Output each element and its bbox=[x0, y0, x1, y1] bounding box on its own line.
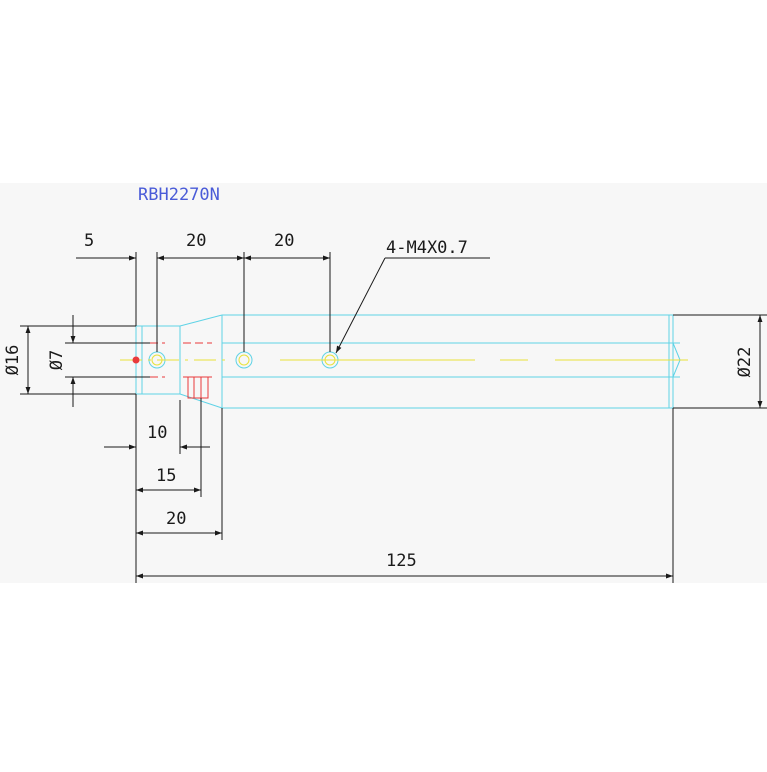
hole-callout: 4-M4X0.7 bbox=[386, 238, 468, 258]
dim-dia-22: Ø22 bbox=[735, 347, 755, 378]
dim-top-20-b: 20 bbox=[274, 231, 294, 251]
center-mark bbox=[132, 356, 140, 364]
dim-overall-125: 125 bbox=[386, 551, 417, 571]
drawing-band bbox=[0, 183, 767, 583]
dim-bottom-10: 10 bbox=[147, 423, 167, 443]
dim-dia-7: Ø7 bbox=[47, 350, 67, 370]
dim-top-5: 5 bbox=[84, 231, 94, 251]
dim-dia-16: Ø16 bbox=[3, 345, 23, 376]
dimension-lines bbox=[20, 252, 767, 583]
part-number-title: RBH2270N bbox=[138, 185, 220, 205]
part-outline bbox=[135, 314, 681, 409]
dimension-labels: 5 20 20 4-M4X0.7 Ø16 Ø7 Ø22 10 15 20 125 bbox=[3, 231, 755, 571]
dim-bottom-15: 15 bbox=[156, 466, 176, 486]
dim-bottom-20: 20 bbox=[166, 509, 186, 529]
dim-top-20-a: 20 bbox=[186, 231, 206, 251]
